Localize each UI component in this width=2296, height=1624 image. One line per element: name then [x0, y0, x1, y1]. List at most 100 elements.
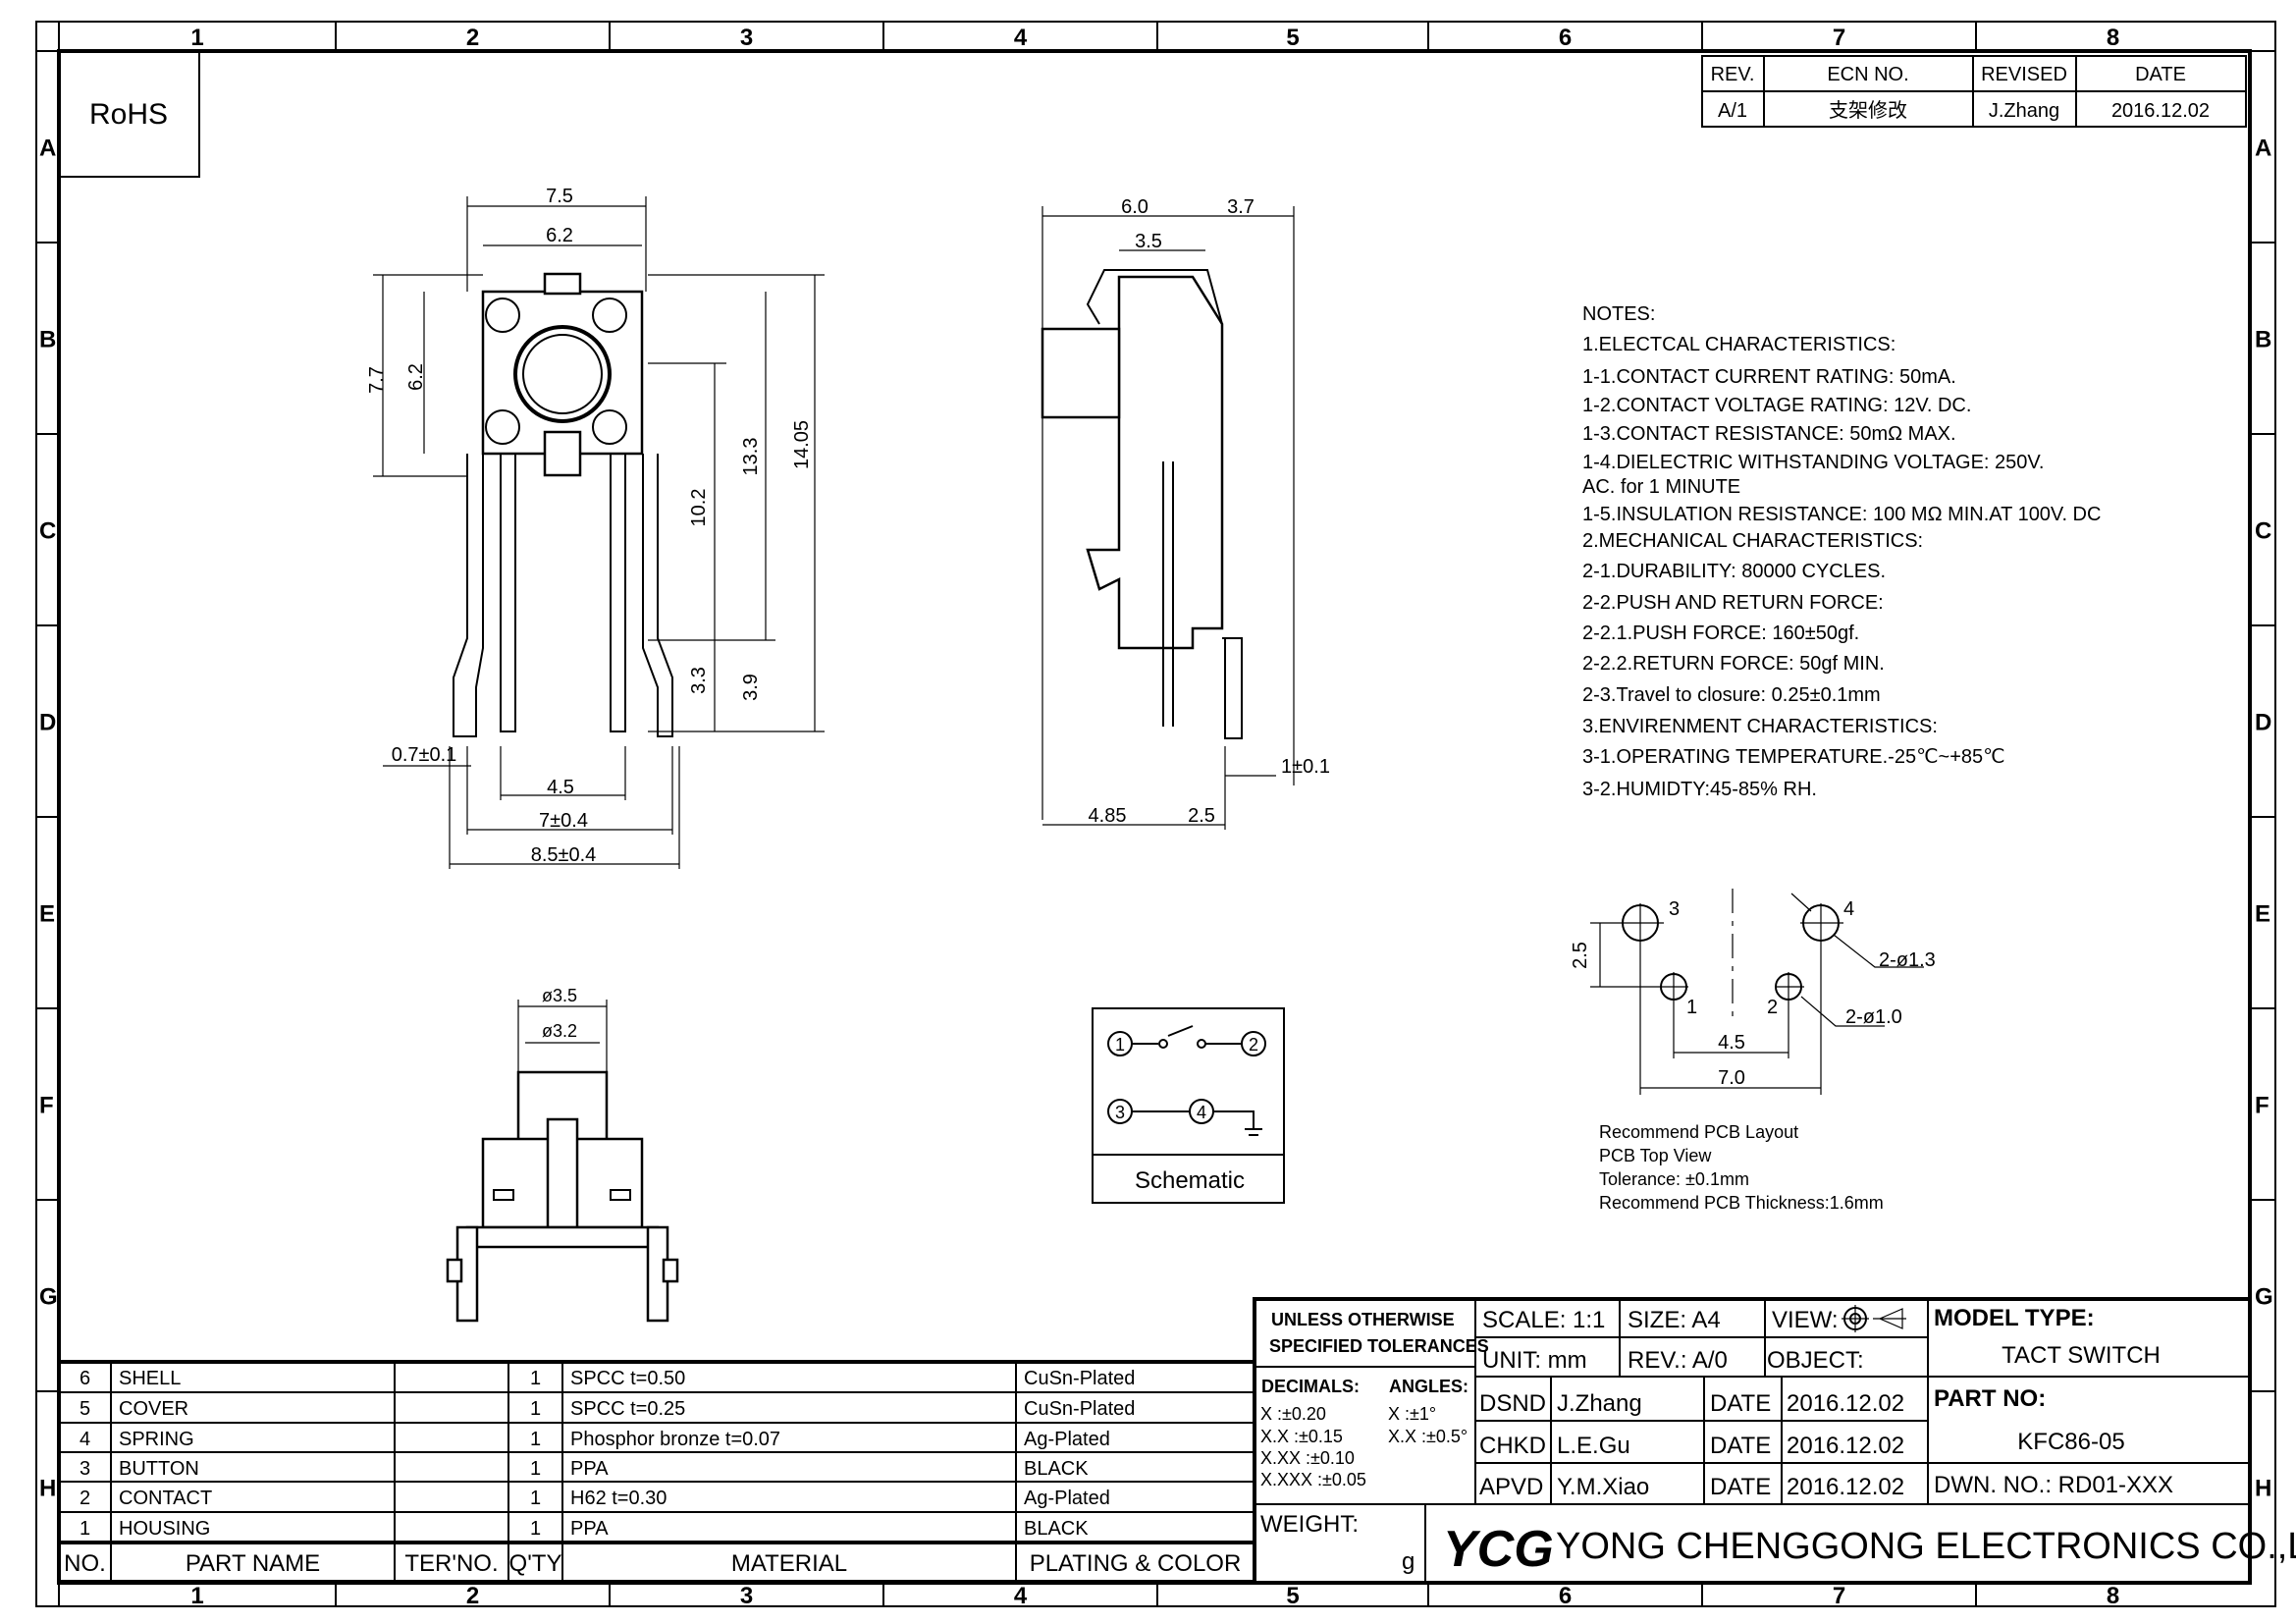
bom-cell: 3 [80, 1458, 90, 1480]
pcb-dim-hole-1-3: 2-ø1.3 [1879, 949, 1936, 971]
object-label: OBJECT: [1767, 1347, 1864, 1374]
ecn-value: 支架修改 [1829, 99, 1907, 122]
column-marker: 5 [1286, 1583, 1299, 1609]
note-line: 1-4.DIELECTRIC WITHSTANDING VOLTAGE: 250… [1582, 452, 2044, 473]
date-header: DATE [2135, 64, 2186, 85]
dim-6-0: 6.0 [1121, 196, 1148, 218]
bom-cell: 1 [530, 1518, 541, 1540]
row-marker: H [39, 1476, 56, 1502]
note-line: 3.ENVIRENMENT CHARACTERISTICS: [1582, 716, 1938, 737]
approval-name: L.E.Gu [1557, 1433, 1630, 1459]
row-marker: F [39, 1093, 54, 1119]
decimals-label: DECIMALS: [1261, 1377, 1360, 1396]
bom-header: MATERIAL [731, 1550, 847, 1577]
row-marker: G [39, 1284, 58, 1311]
bom-cell: CuSn-Plated [1024, 1398, 1135, 1420]
dim-8-5: 8.5±0.4 [531, 844, 597, 866]
bom-header: PART NAME [186, 1550, 320, 1577]
bom-cell: SPRING [119, 1429, 194, 1450]
column-marker: 3 [740, 25, 753, 51]
scale: SCALE: 1:1 [1482, 1307, 1605, 1333]
note-line: AC. for 1 MINUTE [1582, 476, 1740, 498]
notes-block: NOTES:1.ELECTCAL CHARACTERISTICS: 1-1.CO… [1582, 303, 2101, 800]
tol-x: X :±0.20 [1260, 1404, 1326, 1424]
note-line: 2.MECHANICAL CHARACTERISTICS: [1582, 530, 1923, 552]
approval-date: 2016.12.02 [1787, 1474, 1904, 1500]
note-line: 2-2.1.PUSH FORCE: 160±50gf. [1582, 623, 1859, 644]
pcb-note: Recommend PCB Layout [1599, 1122, 1798, 1142]
part-no: KFC86-05 [2017, 1429, 2124, 1455]
dim-lead-width: 0.7±0.1 [392, 744, 457, 766]
bom-cell: 1 [530, 1429, 541, 1450]
row-marker: D [39, 710, 56, 736]
bom-cell: PPA [570, 1518, 609, 1540]
bom-cell: BUTTON [119, 1458, 199, 1480]
revised-value: J.Zhang [1989, 100, 2059, 122]
rev-value: A/1 [1718, 100, 1747, 122]
column-marker: 4 [1014, 1583, 1028, 1609]
projection-symbol-icon [1842, 1305, 1906, 1332]
bom-cell: 1 [530, 1458, 541, 1480]
row-marker: A [2255, 135, 2271, 162]
dim-3-7: 3.7 [1227, 196, 1255, 218]
approval-role: CHKD [1479, 1433, 1546, 1459]
bom-cell: SPCC t=0.50 [570, 1368, 685, 1389]
column-marker: 4 [1014, 25, 1028, 51]
pcb-note: Recommend PCB Thickness:1.6mm [1599, 1193, 1884, 1213]
bom-cell: H62 t=0.30 [570, 1488, 667, 1509]
outer-border [35, 21, 2276, 1607]
pcb-dim-2-5: 2.5 [1570, 942, 1591, 969]
dim-13-3: 13.3 [740, 438, 762, 476]
approval-date-label: DATE [1710, 1390, 1771, 1417]
angle-x: X :±1° [1388, 1404, 1436, 1424]
note-line: 3-1.OPERATING TEMPERATURE.-25℃~+85℃ [1582, 746, 2005, 768]
bottom-view: ø3.5 ø3.2 [446, 986, 679, 1323]
tol-xxx: X.XX :±0.10 [1260, 1448, 1355, 1468]
row-marker: A [39, 135, 56, 162]
row-marker: C [2255, 518, 2271, 545]
unit: UNIT: mm [1482, 1347, 1587, 1374]
row-marker: B [2255, 327, 2271, 353]
model-type: TACT SWITCH [2002, 1342, 2161, 1369]
approval-date-label: DATE [1710, 1474, 1771, 1500]
bom-cell: 6 [80, 1368, 90, 1389]
bom-cell: 1 [80, 1518, 90, 1540]
company-logo: YCG [1443, 1521, 1554, 1578]
pcb-layout: 3 4 1 2 2.5 2-ø1.3 2-ø1.0 4.5 7.0 Recomm… [1570, 889, 1936, 1213]
bom-header: Q'TY [509, 1550, 562, 1577]
row-marker: G [2255, 1284, 2273, 1311]
rohs-box [58, 50, 200, 178]
approval-role: APVD [1479, 1474, 1543, 1500]
rev: REV.: A/0 [1628, 1347, 1728, 1374]
schematic-pin-2: 2 [1249, 1035, 1258, 1055]
bom-cell: 1 [530, 1488, 541, 1509]
dim-3-5: 3.5 [1135, 231, 1162, 252]
bom-cell: 4 [80, 1429, 90, 1450]
note-line: 3-2.HUMIDTY:45-85% RH. [1582, 779, 1817, 800]
view-label: VIEW: [1772, 1307, 1839, 1333]
note-line: 1-5.INSULATION RESISTANCE: 100 MΩ MIN.AT… [1582, 504, 2101, 525]
revision-table: REV. ECN NO. REVISED DATE A/1 支架修改 J.Zha… [1701, 55, 2247, 128]
rohs-label: RoHS [89, 98, 168, 131]
tol-xx: X.X :±0.15 [1260, 1427, 1343, 1446]
schematic-pin-1: 1 [1115, 1035, 1125, 1055]
column-marker: 1 [190, 25, 203, 51]
dim-7-7: 7.7 [366, 366, 388, 394]
pcb-pin-2: 2 [1767, 997, 1778, 1018]
pcb-dim-4-5: 4.5 [1718, 1032, 1745, 1054]
schematic-label: Schematic [1135, 1167, 1245, 1194]
bom-cell: Ag-Plated [1024, 1488, 1110, 1509]
bom-cell: PPA [570, 1458, 609, 1480]
company-name: YONG CHENGGONG ELECTRONICS CO.,LTD. [1556, 1526, 2296, 1567]
column-marker: 7 [1833, 25, 1845, 51]
dim-10-2: 10.2 [688, 489, 710, 527]
tolerance-title-1: UNLESS OTHERWISE [1271, 1310, 1455, 1329]
note-line: 2-2.PUSH AND RETURN FORCE: [1582, 592, 1884, 614]
column-marker: 1 [190, 1583, 203, 1609]
pcb-note: Tolerance: ±0.1mm [1599, 1169, 1749, 1189]
bom-cell: HOUSING [119, 1518, 210, 1540]
bom-cell: 5 [80, 1398, 90, 1420]
size: SIZE: A4 [1628, 1307, 1721, 1333]
tolerance-title-2: SPECIFIED TOLERANCES [1269, 1336, 1489, 1356]
